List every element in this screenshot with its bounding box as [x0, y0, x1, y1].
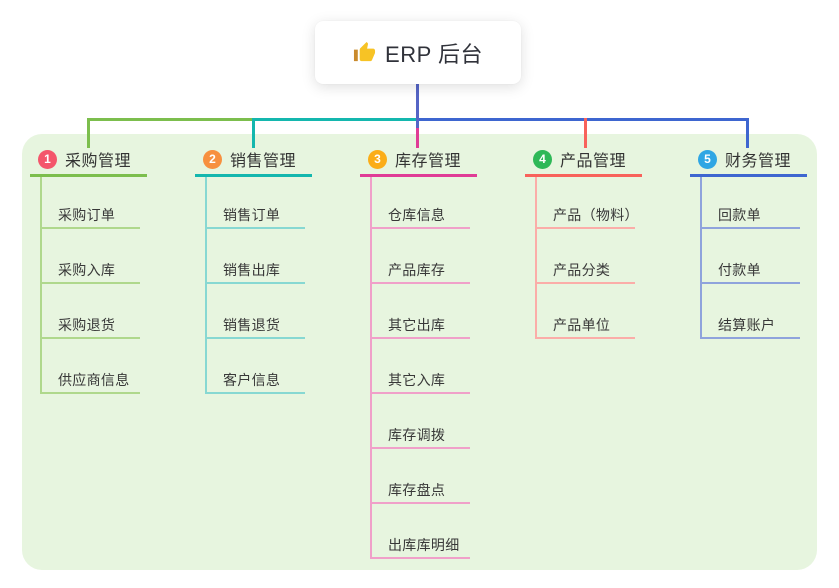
root-label: ERP 后台: [385, 41, 483, 67]
connector-drop-branch-2: [252, 118, 255, 148]
leaf-node[interactable]: 其它入库: [388, 372, 446, 388]
leaf-underline: [535, 282, 635, 284]
leaf-underline: [40, 392, 140, 394]
leaf-node[interactable]: 付款单: [718, 262, 761, 278]
leaf-underline: [700, 282, 800, 284]
thumbs-up-icon: [353, 41, 376, 62]
leaf-underline: [700, 337, 800, 339]
leaf-node[interactable]: 产品（物料）: [553, 207, 639, 223]
leaf-node[interactable]: 销售退货: [223, 317, 281, 333]
branch-underline: [690, 174, 807, 177]
leaf-underline: [40, 227, 140, 229]
branch-label: 销售管理: [230, 153, 297, 170]
connector-drop-branch-5: [746, 118, 749, 148]
leaf-node[interactable]: 销售订单: [223, 207, 281, 223]
branch-header-5[interactable]: 5 财务管理: [698, 148, 791, 170]
branches-panel: [22, 134, 817, 570]
leaf-node[interactable]: 采购入库: [58, 262, 116, 278]
connector-drop-branch-3: [416, 118, 419, 148]
branch-number-badge-4: 4: [533, 149, 552, 169]
leaf-underline: [370, 502, 470, 504]
leaf-node[interactable]: 仓库信息: [388, 207, 446, 223]
leaf-underline: [205, 337, 305, 339]
leaf-underline: [40, 282, 140, 284]
branch-underline: [525, 174, 642, 177]
leaf-node[interactable]: 产品库存: [388, 262, 446, 278]
leaf-node[interactable]: 产品分类: [553, 262, 611, 278]
leaf-node[interactable]: 采购退货: [58, 317, 116, 333]
branch-underline: [360, 174, 477, 177]
branch-vline: [205, 177, 207, 394]
branch-header-2[interactable]: 2 销售管理: [203, 148, 296, 170]
leaf-underline: [205, 392, 305, 394]
leaf-underline: [700, 227, 800, 229]
leaf-node[interactable]: 库存调拨: [388, 427, 446, 443]
connector-trunk-branch-1: [87, 118, 255, 121]
leaf-node[interactable]: 采购订单: [58, 207, 116, 223]
leaf-underline: [535, 337, 635, 339]
leaf-node[interactable]: 产品单位: [553, 317, 611, 333]
connector-trunk-branch-5: [416, 118, 749, 121]
branch-label: 库存管理: [395, 153, 462, 170]
branch-label: 财务管理: [725, 153, 792, 170]
connector-root-vertical: [416, 83, 419, 128]
connector-drop-branch-1: [87, 118, 90, 148]
branch-vline: [40, 177, 42, 394]
branch-vline: [700, 177, 702, 339]
branch-header-4[interactable]: 4 产品管理: [533, 148, 626, 170]
leaf-node[interactable]: 回款单: [718, 207, 761, 223]
leaf-underline: [370, 227, 470, 229]
leaf-node[interactable]: 结算账户: [718, 317, 776, 333]
branch-vline: [535, 177, 537, 339]
leaf-underline: [535, 227, 635, 229]
leaf-node[interactable]: 供应商信息: [58, 372, 130, 388]
leaf-underline: [370, 447, 470, 449]
leaf-node[interactable]: 出库库明细: [388, 537, 460, 553]
branch-vline: [370, 177, 372, 559]
connector-drop-branch-4: [584, 118, 587, 148]
branch-number-badge-2: 2: [203, 149, 222, 169]
branch-header-1[interactable]: 1 采购管理: [38, 148, 131, 170]
leaf-node[interactable]: 其它出库: [388, 317, 446, 333]
leaf-node[interactable]: 库存盘点: [388, 482, 446, 498]
branch-underline: [30, 174, 147, 177]
leaf-underline: [370, 282, 470, 284]
leaf-node[interactable]: 销售出库: [223, 262, 281, 278]
leaf-underline: [370, 337, 470, 339]
root-node[interactable]: ERP 后台: [315, 21, 521, 84]
leaf-underline: [370, 392, 470, 394]
branch-label: 采购管理: [65, 153, 132, 170]
leaf-underline: [205, 282, 305, 284]
connector-trunk-branch-2: [252, 118, 419, 121]
branch-number-badge-3: 3: [368, 149, 387, 169]
branch-label: 产品管理: [560, 153, 627, 170]
branch-underline: [195, 174, 312, 177]
branch-number-badge-1: 1: [38, 149, 57, 169]
branch-header-3[interactable]: 3 库存管理: [368, 148, 461, 170]
leaf-underline: [205, 227, 305, 229]
leaf-node[interactable]: 客户信息: [223, 372, 281, 388]
branch-number-badge-5: 5: [698, 149, 717, 169]
leaf-underline: [370, 557, 470, 559]
leaf-underline: [40, 337, 140, 339]
